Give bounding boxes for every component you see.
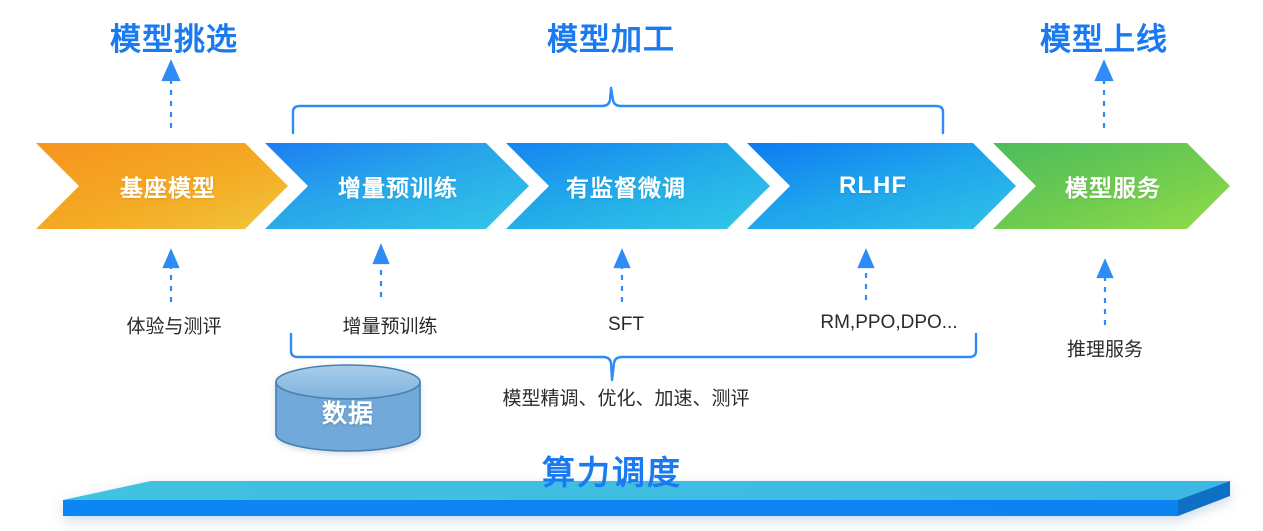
dashed-arrow-head-5 — [1096, 258, 1114, 279]
note-inference-service: 推理服务 — [1066, 339, 1144, 361]
section-heading-model-selection: 模型挑选 — [110, 22, 238, 57]
compute-platform-slab[interactable] — [63, 481, 1230, 516]
platform-title-compute-scheduling: 算力调度 — [542, 454, 682, 491]
heading-arrow-head-left — [161, 59, 181, 82]
note-incremental-pretraining: 增量预训练 — [342, 316, 438, 338]
dashed-arrows-to-headings — [161, 59, 1114, 128]
stage-label-supervised-finetuning: 有监督微调 — [566, 175, 686, 201]
bottom-brace — [289, 332, 978, 382]
stage-label-model-service: 模型服务 — [1065, 175, 1161, 201]
dashed-arrows-to-chevrons — [162, 243, 1114, 325]
dashed-arrow-head-4 — [857, 248, 875, 269]
section-heading-model-launch: 模型上线 — [1040, 22, 1168, 57]
pipeline-chevrons — [36, 143, 1230, 229]
platform-front-face — [63, 500, 1178, 516]
chevron-stage-5[interactable] — [993, 143, 1230, 229]
platform-top-face — [63, 481, 1230, 500]
chevron-stage-4[interactable] — [747, 143, 1016, 229]
data-store-label: 数据 — [321, 400, 375, 428]
dashed-arrow-head-1 — [162, 248, 180, 269]
note-model-tuning-optimization: 模型精调、优化、加速、测评 — [502, 388, 750, 410]
stage-label-base-model: 基座模型 — [120, 175, 216, 201]
data-cylinder[interactable] — [275, 364, 421, 452]
top-brace — [291, 86, 945, 135]
platform-side-face — [1178, 481, 1230, 516]
note-sft: SFT — [608, 314, 644, 335]
dashed-arrow-head-3 — [613, 248, 631, 269]
note-experience-and-evaluation: 体验与测评 — [126, 316, 222, 338]
stage-label-rlhf: RLHF — [839, 172, 907, 199]
heading-arrow-head-right — [1094, 59, 1114, 82]
chevron-stage-3[interactable] — [506, 143, 770, 229]
stage-label-incremental-pretraining: 增量预训练 — [338, 175, 458, 201]
note-rm-ppo-dpo: RM,PPO,DPO... — [820, 312, 958, 333]
section-heading-model-processing: 模型加工 — [547, 22, 675, 57]
dashed-arrow-head-2 — [372, 243, 390, 265]
chevron-stage-2[interactable] — [265, 143, 529, 229]
chevron-stage-1[interactable] — [36, 143, 288, 229]
